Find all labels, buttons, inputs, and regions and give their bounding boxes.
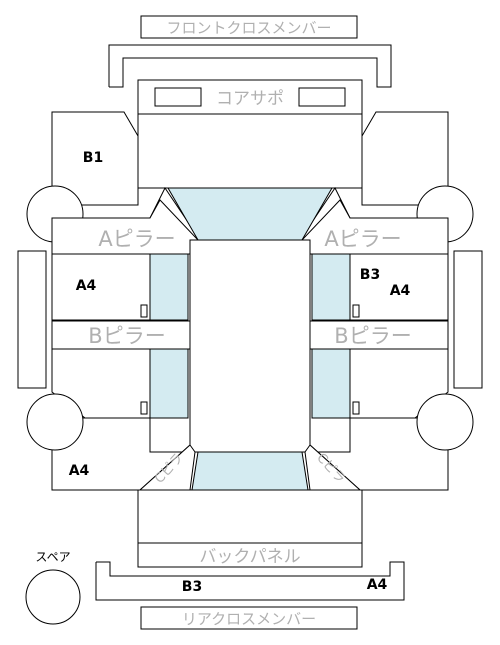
a-pillar-left-label: Aピラー bbox=[98, 227, 175, 251]
back-panel-label: バックパネル bbox=[199, 547, 300, 567]
left-front-door bbox=[51, 253, 151, 321]
hood-panel bbox=[137, 113, 363, 189]
front-cross-member-label: フロントクロスメンバー bbox=[166, 19, 331, 37]
rear-cross-member-label: リアクロスメンバー bbox=[182, 610, 316, 628]
left-front-fender-grade: B1 bbox=[83, 150, 103, 166]
rear-bumper-grade-a: A4 bbox=[367, 577, 388, 593]
front-bumper bbox=[108, 44, 392, 88]
b-pillar-right-label: Bピラー bbox=[334, 324, 411, 348]
right-front-fender bbox=[361, 111, 449, 206]
rear-bumper-grade-b: B3 bbox=[182, 579, 202, 595]
right-front-door-handle bbox=[352, 304, 360, 318]
right-front-door-grade-b: B3 bbox=[360, 267, 380, 283]
left-front-door-grade: A4 bbox=[76, 278, 97, 294]
spare-tire bbox=[25, 569, 81, 625]
left-front-door-handle bbox=[140, 304, 148, 318]
trunk-lid bbox=[137, 489, 363, 544]
rear-window bbox=[191, 451, 309, 491]
spare-label: スペア bbox=[35, 550, 70, 564]
rear-right-wheel bbox=[416, 393, 474, 451]
right-rear-window bbox=[311, 348, 351, 419]
left-side-sill bbox=[17, 250, 47, 389]
right-rear-door-handle bbox=[352, 401, 360, 415]
core-support-right-slot bbox=[298, 87, 346, 107]
rear-cross-member-box bbox=[140, 606, 358, 630]
rear-left-wheel bbox=[26, 393, 84, 451]
b-pillar-left-label: Bピラー bbox=[88, 324, 165, 348]
left-rear-window bbox=[149, 348, 189, 419]
left-rear-door-handle bbox=[140, 401, 148, 415]
b-pillar-left-band bbox=[51, 320, 191, 350]
right-front-door bbox=[349, 253, 449, 321]
left-rear-quarter-grade: A4 bbox=[69, 463, 90, 479]
rear-bumper bbox=[95, 561, 405, 601]
front-cross-member-box bbox=[140, 15, 358, 39]
a-pillar-right-label: Aピラー bbox=[324, 227, 401, 251]
back-panel-box bbox=[137, 542, 363, 568]
left-front-window bbox=[149, 253, 189, 321]
roof-panel bbox=[189, 239, 311, 453]
core-support-label: コアサポ bbox=[216, 89, 284, 109]
right-side-sill bbox=[453, 250, 483, 389]
right-front-window bbox=[311, 253, 351, 321]
core-support-left-slot bbox=[154, 87, 202, 107]
right-front-door-grade-a: A4 bbox=[390, 283, 411, 299]
